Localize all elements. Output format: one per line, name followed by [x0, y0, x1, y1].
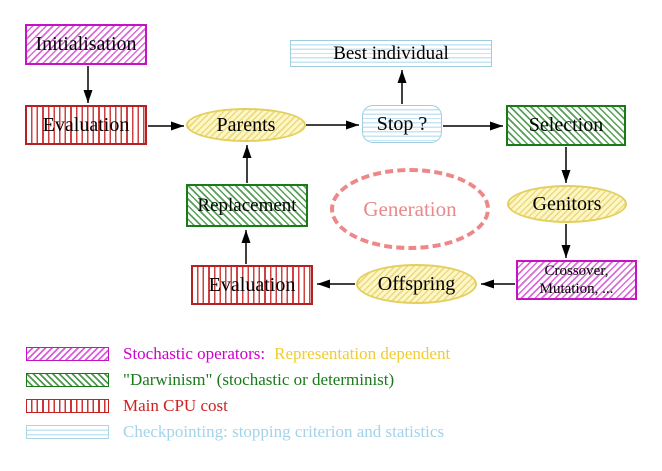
legend-row-cpu-text: Main CPU cost — [123, 396, 228, 416]
main-cpu-cost-swatch — [26, 398, 109, 413]
legend-representation-label: Representation dependent — [274, 343, 451, 363]
node-genitors: Genitors — [507, 185, 627, 223]
node-evaluation-bottom: Evaluation — [191, 265, 313, 305]
node-genitors-label: Genitors — [532, 192, 602, 215]
node-parents: Parents — [186, 108, 306, 142]
legend-row-darwinism: "Darwinism" (stochastic or determinist) — [26, 370, 450, 390]
node-parents-label: Parents — [216, 113, 276, 136]
generation-loop-ellipse: Generation — [330, 168, 490, 250]
legend-row-darwinism-text: "Darwinism" (stochastic or determinist) — [123, 370, 394, 390]
generation-label: Generation — [363, 196, 457, 221]
stochastic-operators-swatch — [26, 346, 109, 361]
legend-darwinism-label: "Darwinism" (stochastic or determinist) — [123, 369, 395, 389]
legend-row-stochastic-operators: Stochastic operators: Representation depe… — [26, 344, 450, 364]
crossover-line2: Mutation, ... — [539, 281, 614, 297]
node-offspring: Offspring — [356, 264, 477, 304]
crossover-line1: Crossover, — [544, 263, 609, 279]
node-best-individual: Best individual — [290, 40, 492, 67]
legend-row-checkpointing: Checkpointing: stopping criterion and st… — [26, 422, 450, 442]
node-initialisation-label: Initialisation — [35, 33, 137, 55]
node-stop: Stop ? — [362, 105, 442, 143]
node-best-individual-label: Best individual — [333, 42, 449, 64]
darwinism-swatch — [26, 372, 109, 387]
legend-stochastic-label: Stochastic operators: — [123, 343, 266, 363]
node-crossover-mutation-label: Crossover, Mutation, ... — [540, 262, 614, 298]
legend: Stochastic operators: Representation depe… — [26, 344, 450, 449]
node-stop-label: Stop ? — [376, 112, 428, 135]
node-evaluation-top: Evaluation — [25, 105, 147, 145]
node-offspring-label: Offspring — [377, 272, 456, 295]
node-replacement: Replacement — [186, 184, 308, 227]
node-selection: Selection — [506, 105, 626, 146]
legend-row-checkpointing-text: Checkpointing: stopping criterion and st… — [123, 422, 444, 442]
node-selection-label: Selection — [528, 114, 604, 136]
node-initialisation: Initialisation — [25, 24, 147, 65]
node-evaluation-bottom-label: Evaluation — [208, 273, 296, 296]
node-crossover-mutation: Crossover, Mutation, ... — [516, 260, 637, 300]
legend-row-stochastic-text: Stochastic operators: Representation depe… — [123, 344, 450, 364]
legend-cpu-label: Main CPU cost — [123, 395, 228, 415]
node-evaluation-top-label: Evaluation — [42, 113, 130, 136]
legend-row-main-cpu-cost: Main CPU cost — [26, 396, 450, 416]
legend-checkpointing-label: Checkpointing: stopping criterion and st… — [123, 421, 445, 441]
checkpointing-swatch — [26, 424, 109, 439]
node-replacement-label: Replacement — [197, 194, 297, 216]
